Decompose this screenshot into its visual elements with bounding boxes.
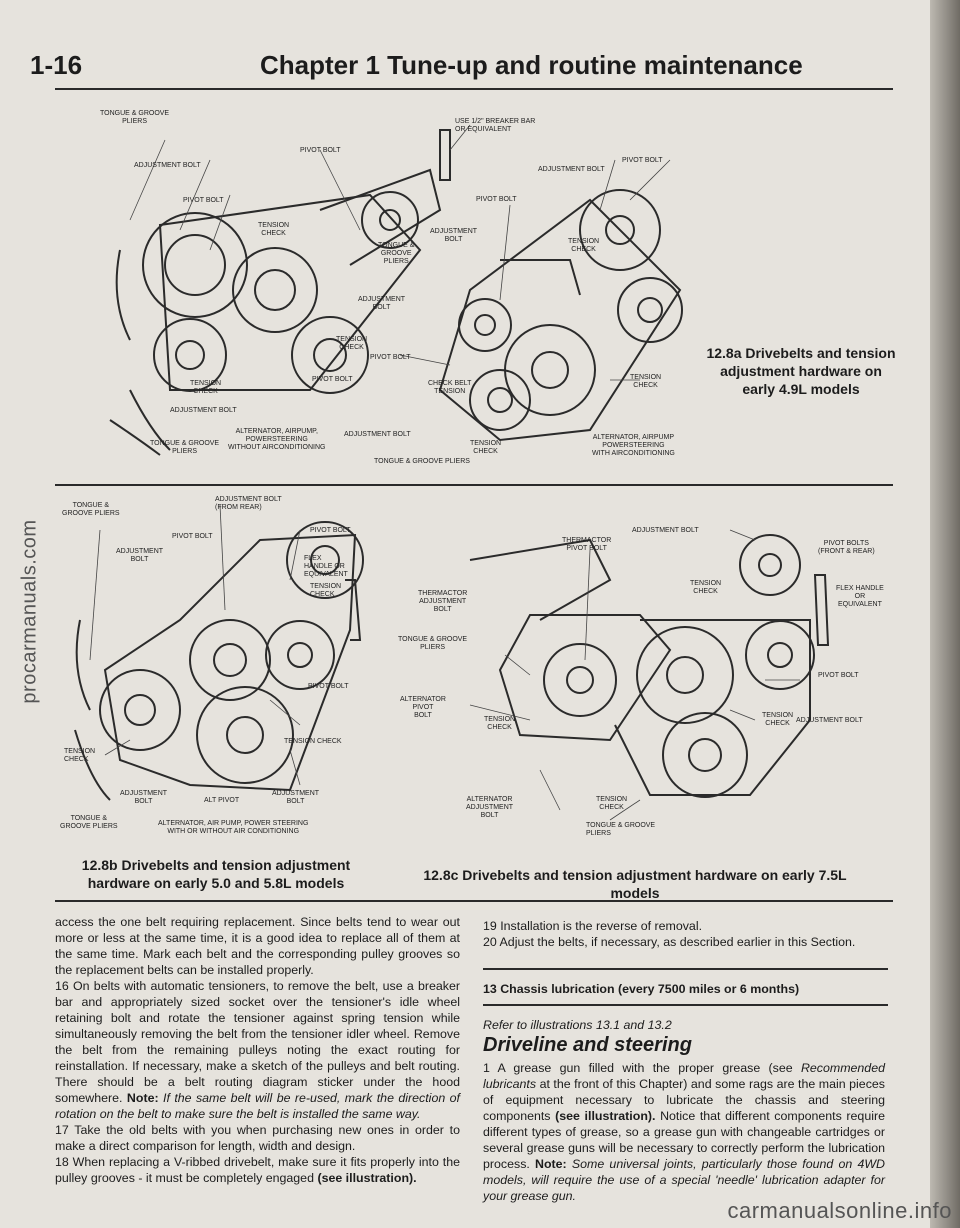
label-pivot-bolt: PIVOT BOLT [476,196,517,203]
subheading: Driveline and steering [483,1034,692,1056]
label-check-belt-tension: CHECK BELT TENSION [428,380,472,395]
label-tension-check: TENSION CHECK [630,374,662,389]
label-adjustment-bolt: ADJUSTMENT BOLT [120,790,168,805]
paragraph-19: 19 Installation is the reverse of remova… [483,919,703,933]
section-title: 13 Chassis lubrication (every 7500 miles… [483,982,800,996]
label-alt-pivot: ALT PIVOT [204,797,240,804]
page-binding-edge [930,0,960,1228]
paragraph-17: 17 Take the old belts with you when purc… [55,1123,460,1153]
label-adjustment-bolt: ADJUSTMENT BOLT [272,790,320,805]
label-adjustment-bolt: ADJUSTMENT BOLT [430,228,478,243]
figure-12-8b-drawing [60,500,380,830]
label-alternator-no-ac: ALTERNATOR, AIRPUMP, POWERSTEERING WITHO… [228,428,326,451]
label-pivot-bolt: PIVOT BOLT [300,147,341,154]
caption-12-8a: 12.8a Drivebelts and tension adjustment … [706,345,896,397]
text-divider [55,900,893,902]
paragraph-20: 20 Adjust the belts, if necessary, as de… [483,935,856,949]
label-pivot-bolt: PIVOT BOLT [312,376,353,383]
label-adjustment-bolt-rear: ADJUSTMENT BOLT (FROM REAR) [215,496,282,511]
label-alternator-pivot-bolt: ALTERNATOR PIVOT BOLT [400,696,446,719]
paragraph-18: 18 When replacing a V-ribbed drivebelt, … [55,1155,460,1185]
label-tongue-groove-pliers: TONGUE & GROOVE PLIERS [60,815,118,830]
caption-12-8b: 12.8b Drivebelts and tension adjustment … [81,857,351,891]
label-alternator-adjustment-bolt: ALTERNATOR ADJUSTMENT BOLT [466,796,514,819]
figure-12-8a-svg [109,124,683,456]
label-tongue-groove-pliers: TONGUE & GROOVE PLIERS [586,822,656,837]
label-tension-check: TENSION CHECK [64,748,96,763]
label-adjustment-bolt: ADJUSTMENT BOLT [538,166,605,173]
label-adjustment-bolt: ADJUSTMENT BOLT [358,296,406,311]
label-alternator-with-ac: ALTERNATOR, AIRPUMP POWERSTEERING WITH A… [592,434,675,457]
label-tension-check: TENSION CHECK [568,238,600,253]
label-pivot-bolt: PIVOT BOLT [172,533,213,540]
right-column-body: 1 A grease gun filled with the proper gr… [483,1060,885,1204]
label-pivot-bolt: PIVOT BOLT [370,354,411,361]
label-tongue-groove-pliers: TONGUE & GROOVE PLIERS [100,110,170,125]
label-adjustment-bolt: ADJUSTMENT BOLT [632,527,699,534]
chapter-title: Chapter 1 Tune-up and routine maintenanc… [260,50,803,80]
label-tongue-groove-pliers: TONGUE & GROOVE PLIERS [398,636,468,651]
watermark-left: procarmanuals.com [18,519,41,704]
label-adjustment-bolt: ADJUSTMENT BOLT [170,407,237,414]
label-tension-check: TENSION CHECK [258,222,290,237]
section-rule-bottom [483,1004,888,1006]
label-adjustment-bolt: ADJUSTMENT BOLT [344,431,411,438]
label-alternator-air-pump: ALTERNATOR, AIR PUMP, POWER STEERING WIT… [158,820,309,835]
label-thermactor-pivot-bolt: THERMACTOR PIVOT BOLT [562,537,612,552]
label-tension-check: TENSION CHECK [336,336,368,351]
label-adjustment-bolt: ADJUSTMENT BOLT [134,162,201,169]
label-breaker-bar: USE 1/2" BREAKER BAR OR EQUIVALENT [455,118,536,133]
figure-divider [55,484,893,486]
label-tongue-groove-pliers: TONGUE & GROOVE PLIERS [374,458,470,465]
watermark-right: carmanualsonline.info [727,1198,952,1223]
caption-12-8c: 12.8c Drivebelts and tension adjustment … [423,867,847,901]
label-adjustment-bolt: ADJUSTMENT BOLT [116,548,164,563]
label-tension-check: TENSION CHECK [470,440,502,455]
page-number: 1-16 [30,50,83,80]
label-pivot-bolt: PIVOT BOLT [818,672,859,679]
figure-12-8b-svg [74,504,364,801]
header-rule [55,88,893,90]
section-rule-top [483,968,888,970]
label-pivot-bolt: PIVOT BOLT [622,157,663,164]
refer-illustrations: Refer to illustrations 13.1 and 13.2 [483,1018,672,1032]
label-flex-handle: FLEX HANDLE OR EQUIVALENT [304,555,348,578]
label-pivot-bolt: PIVOT BOLT [310,527,351,534]
paragraph: access the one belt requiring replacemen… [55,915,460,977]
label-tongue-groove-pliers: TONGUE & GROOVE PLIERS [62,502,120,517]
figure-12-8c-svg [469,529,830,821]
label-pivot-bolts-front-rear: PIVOT BOLTS (FRONT & REAR) [818,540,875,555]
paragraph-1: 1 A grease gun filled with the proper gr… [483,1061,885,1203]
left-column: access the one belt requiring replacemen… [55,914,460,1186]
label-thermactor-adjustment-bolt: THERMACTOR ADJUSTMENT BOLT [418,590,468,613]
figure-12-8c-drawing [410,520,850,840]
label-tension-check: TENSION CHECK [484,716,516,731]
right-column-top: 19 Installation is the reverse of remova… [483,918,885,950]
paragraph-16: 16 On belts with automatic tensioners, t… [55,979,460,1121]
label-pivot-bolt: PIVOT BOLT [183,197,224,204]
label-tension-check: TENSION CHECK [596,796,628,811]
label-pivot-bolt: PIVOT BOLT [308,683,349,690]
label-tension-check: TENSION CHECK [310,583,342,598]
label-adjustment-bolt: ADJUSTMENT BOLT [796,717,863,724]
label-tongue-groove-pliers: TONGUE & GROOVE PLIERS [378,242,415,265]
label-tongue-groove-pliers: TONGUE & GROOVE PLIERS [150,440,220,455]
figure-12-8a-drawing [70,100,710,470]
label-tension-check: TENSION CHECK [190,380,222,395]
page-header: 1-16 Chapter 1 Tune-up and routine maint… [30,46,890,86]
label-flex-handle: FLEX HANDLE OR EQUIVALENT [836,585,884,608]
manual-page: 1-16 Chapter 1 Tune-up and routine maint… [0,0,930,1228]
label-tension-check: TENSION CHECK [284,738,342,745]
label-tension-check: TENSION CHECK [690,580,722,595]
label-tension-check: TENSION CHECK [762,712,794,727]
